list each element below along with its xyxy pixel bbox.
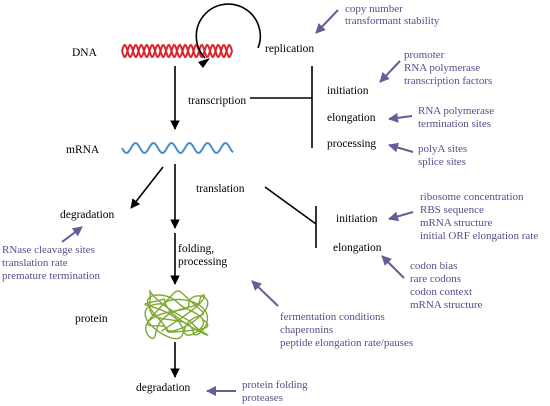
note-tl-elongation-3: codon context: [410, 286, 472, 298]
dna-helix-graphic: [121, 43, 233, 59]
note-arrow-mrna-degradation: [61, 226, 83, 243]
translation-label: translation: [196, 183, 245, 195]
protein-degradation-label: degradation: [136, 382, 191, 394]
folding-label: folding,: [178, 243, 214, 255]
note-tx-initiation-3: transcription factors: [404, 75, 492, 87]
note-arrow-transcription-processing: [388, 142, 414, 153]
replication-loop-arrowhead: [198, 58, 210, 68]
note-tl-elongation-1: codon bias: [410, 260, 457, 272]
note-arrow-replication: [315, 9, 339, 34]
transcription-label: transcription: [188, 95, 246, 107]
translation-initiation-label: initiation: [336, 213, 378, 225]
processing-label: processing: [178, 256, 227, 268]
protein-coil-graphic: [144, 289, 209, 340]
note-tl-initiation-2: RBS sequence: [420, 204, 484, 216]
replication-label: replication: [265, 43, 314, 55]
note-arrow-folding: [251, 280, 279, 307]
translation-branch-line: [264, 186, 317, 225]
dna-label: DNA: [72, 47, 98, 59]
note-tl-initiation-3: mRNA structure: [420, 217, 493, 229]
note-folding-1: fermentation conditions: [280, 311, 385, 323]
note-tx-elongation-1: RNA polymerase: [418, 105, 494, 117]
note-tl-elongation-2: rare codons: [410, 273, 461, 285]
note-replication-2: transformant stability: [345, 15, 440, 27]
note-arrow-translation-elongation: [381, 255, 405, 279]
protein-coil-strand: [144, 289, 209, 340]
note-folding-3: peptide elongation rate/pauses: [280, 337, 413, 349]
note-tl-elongation-4: mRNA structure: [410, 299, 483, 311]
arrow-mrna-to-degradation: [130, 166, 164, 209]
note-protein-degradation-1: protein folding: [242, 379, 308, 391]
note-tx-processing-1: polyA sites: [418, 143, 467, 155]
note-protein-degradation-2: proteases: [242, 392, 283, 404]
note-arrow-transcription-elongation: [388, 112, 413, 123]
transcription-elongation-label: elongation: [327, 112, 376, 124]
translation-elongation-label: elongation: [333, 242, 382, 254]
note-tx-processing-2: splice sites: [418, 156, 466, 168]
note-arrow-translation-initiation: [388, 211, 414, 222]
note-tx-initiation-1: promoter: [404, 49, 445, 61]
note-mrna-degradation-1: RNase cleavage sites: [2, 244, 95, 256]
note-tx-elongation-2: termination sites: [418, 118, 491, 130]
note-mrna-degradation-3: premature termination: [2, 270, 101, 282]
note-folding-2: chaperonins: [280, 324, 333, 336]
transcription-processing-label: processing: [327, 138, 376, 150]
protein-label: protein: [75, 313, 108, 325]
note-tl-initiation-1: ribosome concentration: [420, 191, 524, 203]
note-replication-1: copy number: [345, 3, 403, 15]
note-arrow-transcription-initiation: [379, 60, 401, 83]
note-mrna-degradation-2: translation rate: [2, 257, 68, 269]
mrna-degradation-label: degradation: [60, 209, 115, 221]
mrna-wave-graphic: [121, 142, 234, 154]
replication-loop-arrow: [195, 3, 262, 59]
note-tl-initiation-4: initial ORF elongation rate: [420, 230, 538, 242]
mrna-label: mRNA: [66, 144, 100, 156]
note-tx-initiation-2: RNA polymerase: [404, 62, 480, 74]
transcription-initiation-label: initiation: [327, 85, 369, 97]
